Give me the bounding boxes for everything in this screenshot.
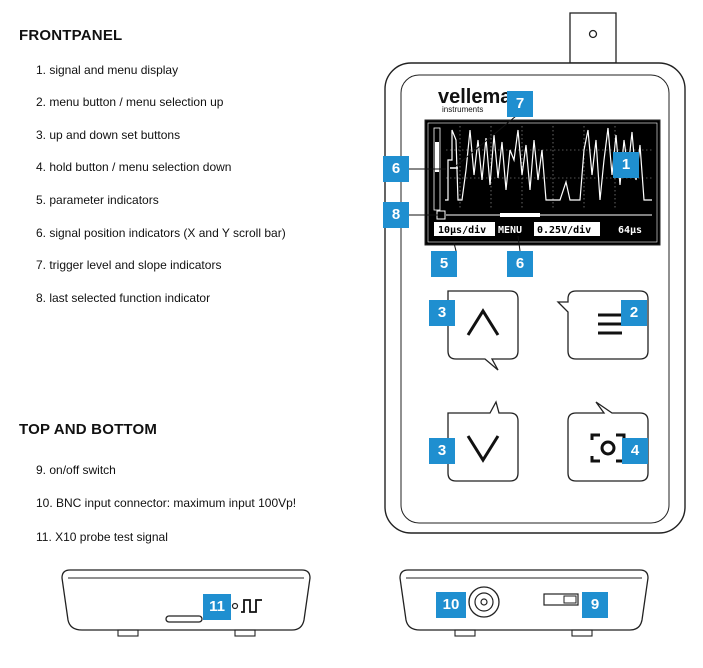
up-button	[447, 290, 519, 371]
list-item: 5. parameter indicators	[36, 193, 159, 207]
bnc-pin-icon	[480, 598, 488, 606]
callout-6-bottom: 6	[507, 251, 533, 277]
callout-4: 4	[622, 438, 648, 464]
brand-logo: velleman	[438, 86, 524, 108]
signal-trace	[445, 127, 652, 201]
list-item: 8. last selected function indicator	[36, 291, 211, 305]
bottom-view-left	[61, 569, 311, 631]
callout-3-down: 3	[429, 438, 455, 464]
volt-label: 0.25V/div	[537, 224, 591, 236]
callout-1: 1	[613, 152, 639, 178]
sample-label: 64µs	[618, 225, 642, 236]
foot-left-1	[117, 629, 139, 637]
callout-8: 8	[383, 202, 409, 228]
list-item: 1. signal and menu display	[36, 63, 179, 77]
foot-left-2	[234, 629, 256, 637]
y-scroll-thumb	[435, 142, 439, 172]
callout-7: 7	[507, 91, 533, 117]
square-wave-icon	[241, 599, 262, 613]
list-item: 9. on/off switch	[36, 463, 116, 477]
top-bottom-heading: TOP AND BOTTOM	[19, 421, 158, 438]
frontpanel-heading: FRONTPANEL	[19, 27, 123, 44]
timebase-label: 10µs/div	[438, 224, 486, 236]
list-item: 6. signal position indicators (X and Y s…	[36, 226, 286, 240]
list-item: 7. trigger level and slope indicators	[36, 258, 222, 272]
last-function-indicator	[436, 210, 446, 220]
callout-2: 2	[621, 300, 647, 326]
list-item: 11. X10 probe test signal	[36, 530, 168, 544]
list-item: 2. menu button / menu selection up	[36, 95, 224, 109]
menu-lines-icon	[598, 313, 622, 335]
callout-11: 11	[203, 594, 231, 620]
probe-test-point-icon	[231, 602, 239, 610]
callout-6-left: 6	[383, 156, 409, 182]
brand-sub: instruments	[442, 105, 483, 114]
list-item: 4. hold button / menu selection down	[36, 160, 232, 174]
power-switch	[543, 593, 579, 606]
list-item: 10. BNC input connector: maximum input 1…	[36, 496, 297, 510]
foot-right-1	[454, 629, 476, 637]
callout-9: 9	[582, 592, 608, 618]
leader-lines	[408, 115, 521, 252]
x-scroll-thumb	[500, 213, 540, 217]
device-inner-outline	[400, 74, 670, 524]
timebase-box	[434, 222, 495, 236]
callout-10: 10	[436, 592, 466, 618]
menu-label: MENU	[498, 225, 522, 236]
down-button	[447, 400, 519, 482]
list-item: 3. up and down set buttons	[36, 128, 181, 142]
down-arrow-icon	[466, 435, 500, 463]
callout-3-up: 3	[429, 300, 455, 326]
bnc-pin	[588, 29, 598, 39]
up-arrow-icon	[466, 308, 500, 336]
power-switch-knob	[563, 595, 577, 604]
foot-right-2	[571, 629, 593, 637]
volt-box	[534, 222, 600, 236]
probe-slot	[165, 615, 203, 623]
callout-5: 5	[431, 251, 457, 277]
